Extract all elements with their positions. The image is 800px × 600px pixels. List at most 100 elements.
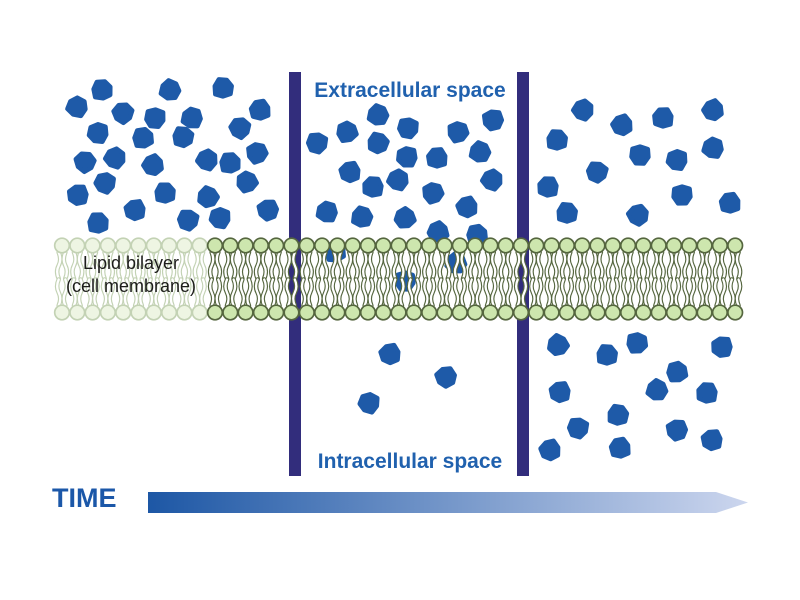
lipid-head — [313, 237, 331, 254]
lipid-head — [466, 304, 484, 321]
molecule-hexagon — [468, 140, 492, 163]
phospholipid-unit — [711, 237, 729, 321]
lipid-head — [344, 304, 361, 321]
lipid-head — [176, 237, 193, 254]
molecule-hexagon — [132, 126, 154, 149]
lower-tails — [712, 277, 728, 308]
lipid-head — [451, 237, 468, 254]
molecule-hexagon — [315, 200, 338, 223]
lipid-head — [574, 237, 591, 254]
lipid-head — [84, 304, 101, 321]
molecule-hexagon — [357, 392, 380, 415]
phospholipid-unit — [145, 237, 162, 321]
lower-tails — [177, 277, 192, 308]
lipid-head — [115, 304, 132, 321]
molecule-hexagon — [111, 102, 135, 126]
lipid-head — [222, 304, 239, 321]
lipid-head — [329, 304, 346, 321]
molecule-hexagon — [73, 151, 97, 175]
phospholipid-unit — [390, 237, 407, 321]
lower-tails — [636, 277, 651, 308]
phospholipid-unit — [237, 237, 254, 321]
lipid-head — [589, 237, 606, 254]
lipid-head — [512, 237, 530, 254]
lower-tails — [620, 277, 636, 308]
lipid-head — [497, 237, 514, 254]
molecule-hexagon — [671, 184, 693, 206]
lipid-head — [482, 304, 499, 321]
molecule-hexagon — [537, 176, 559, 198]
lipid-head — [558, 237, 576, 254]
molecule-hexagon — [479, 168, 503, 192]
lower-tails — [299, 277, 314, 308]
phospholipid-unit — [252, 237, 270, 321]
molecule-hexagon — [338, 160, 361, 184]
lower-tails — [391, 277, 406, 308]
phospholipid-unit — [375, 237, 392, 321]
lipid-head — [206, 304, 224, 321]
molecule-hexagon — [666, 360, 689, 383]
lower-tails — [513, 277, 529, 308]
lipid-head — [482, 237, 499, 254]
phospholipid-unit — [512, 237, 530, 321]
lipid-head — [115, 237, 132, 254]
lipid-head — [665, 304, 683, 321]
molecule-hexagon — [87, 212, 109, 234]
phospholipid-unit — [329, 237, 346, 321]
lipid-head — [696, 237, 713, 254]
lower-tails — [452, 277, 467, 308]
lipid-head — [191, 237, 208, 254]
molecule-hexagon — [256, 199, 280, 222]
lower-tails — [467, 277, 483, 308]
phospholipid-unit — [268, 237, 285, 321]
molecule-hexagon — [396, 146, 418, 168]
lower-tails — [238, 277, 253, 308]
lower-tails — [223, 277, 238, 308]
molecule-hexagon — [546, 129, 568, 151]
molecule-hexagon — [248, 98, 271, 121]
molecule-hexagon — [596, 344, 618, 366]
lipid-head — [512, 304, 530, 321]
lipid-head — [574, 304, 591, 321]
lower-tails — [376, 277, 391, 308]
molecule-hexagon — [701, 136, 724, 159]
lipid-bilayer-label-line2: (cell membrane) — [65, 276, 197, 296]
lower-tails — [269, 277, 284, 308]
lower-tails — [605, 277, 620, 308]
lipid-head — [252, 304, 270, 321]
lipid-bilayer-label: Lipid bilayer (cell membrane) — [36, 252, 226, 298]
lipid-head — [390, 304, 407, 321]
molecule-hexagon — [556, 202, 578, 224]
molecule-hexagon — [93, 172, 116, 195]
lipid-head — [589, 304, 606, 321]
lipid-head — [619, 304, 637, 321]
lipid-head — [222, 237, 239, 254]
phospholipid-unit — [298, 237, 315, 321]
lower-tails — [253, 277, 269, 308]
molecule-hexagon — [625, 203, 649, 227]
phospholipid-unit — [176, 237, 193, 321]
molecule-hexagon — [305, 132, 329, 155]
lower-tails — [406, 277, 422, 308]
time-divider-bar — [517, 72, 529, 476]
molecule-hexagon — [386, 168, 409, 192]
lower-tails — [437, 277, 452, 308]
lipid-head — [69, 237, 86, 254]
phospholipid-unit — [482, 237, 499, 321]
phospholipid-unit — [558, 237, 576, 321]
molecule-hexagon — [378, 342, 401, 366]
molecule-hexagon — [366, 103, 390, 126]
phospholipid-unit — [604, 237, 621, 321]
molecule-hexagon — [351, 205, 374, 228]
molecule-hexagon — [180, 106, 203, 129]
molecule-hexagon — [434, 366, 457, 389]
molecule-hexagon — [538, 438, 561, 462]
lipid-head — [497, 304, 514, 321]
lower-tails — [483, 277, 498, 308]
lipid-bilayer-membrane — [53, 237, 744, 321]
molecule-hexagon — [645, 378, 669, 401]
lipid-head — [176, 304, 193, 321]
lower-tails — [422, 277, 437, 308]
lipid-head — [99, 304, 117, 321]
